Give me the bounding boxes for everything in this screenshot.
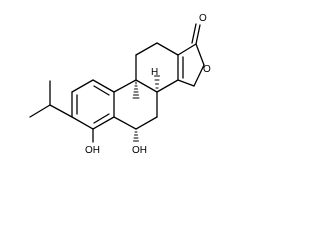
ring-c bbox=[135, 42, 184, 93]
carbonyl-oxygen-label: O bbox=[199, 13, 207, 24]
isopropyl-group bbox=[29, 80, 73, 118]
hydroxyl-hashed-wedge bbox=[133, 131, 139, 142]
stereo-hydrogen-label: H bbox=[151, 67, 158, 78]
aromatic-ring bbox=[71, 79, 115, 130]
hydrogen-hashed-wedge bbox=[154, 75, 160, 89]
methyl-hashed-wedge bbox=[132, 81, 140, 99]
structure-drawing: O O OH OH H bbox=[29, 13, 211, 156]
phenol-oh-label: OH bbox=[85, 145, 100, 156]
molecule-diagram: O O OH OH H bbox=[29, 13, 211, 156]
lactone-ring bbox=[177, 23, 205, 87]
ring-oxygen-label: O bbox=[203, 64, 211, 75]
ring-b bbox=[113, 79, 158, 130]
hydroxyl-oh-label: OH bbox=[132, 145, 147, 156]
